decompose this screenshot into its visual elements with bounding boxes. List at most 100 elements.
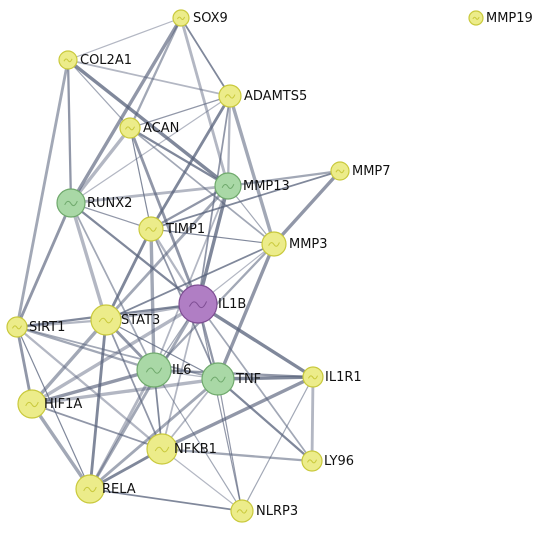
edge-il1b-rela: [88, 302, 200, 491]
edge-runx2-il6: [70, 202, 155, 371]
protein-structure-icon: [236, 509, 248, 514]
edge-adamts5-mmp13: [226, 94, 232, 188]
edge-col2a1-adamts5: [67, 59, 231, 97]
edge-mmp13-stat3: [104, 184, 230, 322]
node-label: MMP13: [243, 179, 290, 194]
protein-structure-icon: [308, 375, 318, 380]
edge-stat3-hif1a: [30, 318, 108, 406]
node-label: TIMP1: [165, 222, 205, 237]
edge-il6-sirt1: [15, 325, 156, 372]
edge-col2a1-sirt1: [15, 58, 70, 329]
edge-acan-mmp3: [129, 127, 275, 245]
node-adamts5[interactable]: ADAMTS5: [218, 84, 307, 108]
protein-structure-icon: [83, 486, 97, 493]
edge-il1b-nfkb1: [161, 303, 199, 450]
edge-acan-il1b: [128, 126, 200, 306]
edge-mmp3-tnf: [216, 242, 276, 381]
edge-nfkb1-il1r1: [160, 375, 315, 451]
edge-sox9-acan: [128, 16, 183, 130]
node-label: ADAMTS5: [244, 89, 307, 104]
edge-mmp13-il1b: [196, 184, 230, 306]
edge-il1b-ly96: [197, 303, 313, 462]
node-nlrp3[interactable]: NLRP3: [230, 499, 298, 523]
node-sox9[interactable]: SOX9: [172, 9, 228, 27]
edge-mmp7-mmp3: [272, 169, 342, 246]
edge-stat3-nfkb1: [105, 319, 163, 450]
protein-structure-icon: [472, 16, 480, 20]
node-mmp19[interactable]: MMP19: [468, 10, 533, 26]
node-label: MMP19: [486, 11, 533, 26]
edge-col2a1-mmp13: [66, 58, 230, 188]
node-hif1a[interactable]: HIF1A: [17, 389, 82, 419]
node-col2a1[interactable]: COL2A1: [58, 50, 132, 70]
protein-structure-icon: [145, 367, 163, 374]
edge-tnf-ly96: [216, 377, 314, 463]
node-label: SOX9: [193, 11, 228, 26]
node-il1r1[interactable]: IL1R1: [302, 366, 362, 388]
node-label: IL1R1: [325, 370, 362, 385]
node-nfkb1[interactable]: NFKB1: [146, 433, 217, 465]
node-il1b[interactable]: IL1B: [178, 284, 246, 324]
node-tnf[interactable]: TNF: [201, 362, 261, 396]
node-label: HIF1A: [44, 397, 82, 412]
node-label: MMP3: [289, 237, 328, 252]
edge-mmp3-stat3: [105, 243, 275, 321]
node-rela[interactable]: RELA: [75, 474, 136, 504]
edge-col2a1-runx2: [66, 58, 73, 205]
edge-runx2-sirt1: [15, 201, 73, 329]
edge-layer: [15, 16, 342, 512]
node-label: COL2A1: [80, 53, 132, 68]
edge-sox9-runx2: [69, 16, 183, 205]
protein-structure-icon: [268, 242, 280, 247]
protein-structure-icon: [63, 58, 73, 63]
node-sirt1[interactable]: SIRT1: [6, 316, 65, 338]
edge-mmp13-runx2: [69, 184, 230, 205]
edge-tnf-nlrp3: [217, 378, 243, 512]
protein-structure-icon: [25, 401, 39, 408]
edge-acan-runx2: [69, 126, 132, 205]
node-mmp3[interactable]: MMP3: [261, 231, 328, 257]
protein-structure-icon: [307, 459, 317, 464]
edge-mmp13-il6: [153, 185, 229, 371]
protein-structure-icon: [210, 376, 226, 383]
node-label: IL1B: [218, 297, 246, 312]
edge-stat3-rela: [88, 318, 108, 491]
node-label: NLRP3: [256, 504, 298, 519]
edge-acan-adamts5: [129, 95, 231, 129]
protein-structure-icon: [12, 325, 22, 330]
protein-structure-icon: [154, 446, 170, 453]
node-label: LY96: [324, 454, 354, 469]
edge-col2a1-acan: [67, 59, 131, 129]
edge-nlrp3-il1r1: [241, 376, 314, 512]
node-il6[interactable]: IL6: [136, 352, 191, 388]
edge-adamts5-mmp3: [228, 94, 276, 246]
edge-sox9-adamts5: [180, 17, 231, 97]
node-runx2[interactable]: RUNX2: [56, 188, 132, 218]
edge-mmp13-timp1: [149, 184, 230, 231]
edge-sirt1-rela: [16, 326, 91, 490]
node-stat3[interactable]: STAT3: [90, 304, 160, 336]
edge-acan-timp1: [129, 127, 152, 230]
node-label: STAT3: [121, 313, 160, 328]
node-label: NFKB1: [174, 442, 217, 457]
edge-il6-nlrp3: [153, 369, 243, 512]
node-mmp7[interactable]: MMP7: [330, 161, 391, 181]
edge-sirt1-nfkb1: [15, 325, 164, 451]
edge-il6-hif1a: [30, 368, 156, 406]
edge-mmp7-mmp13: [226, 169, 342, 188]
edge-ly96-il1r1: [310, 375, 315, 463]
node-mmp13[interactable]: MMP13: [214, 172, 290, 200]
node-timp1[interactable]: TIMP1: [138, 216, 205, 242]
protein-structure-icon: [335, 169, 345, 174]
edge-acan-mmp13: [128, 126, 230, 188]
node-ly96[interactable]: LY96: [301, 450, 354, 472]
edge-nfkb1-nlrp3: [161, 448, 243, 512]
node-label: ACAN: [143, 121, 179, 136]
node-acan[interactable]: ACAN: [119, 117, 179, 139]
edge-stat3-tnf: [105, 319, 219, 380]
edge-mmp7-timp1: [150, 170, 341, 230]
node-label: RELA: [102, 482, 136, 497]
